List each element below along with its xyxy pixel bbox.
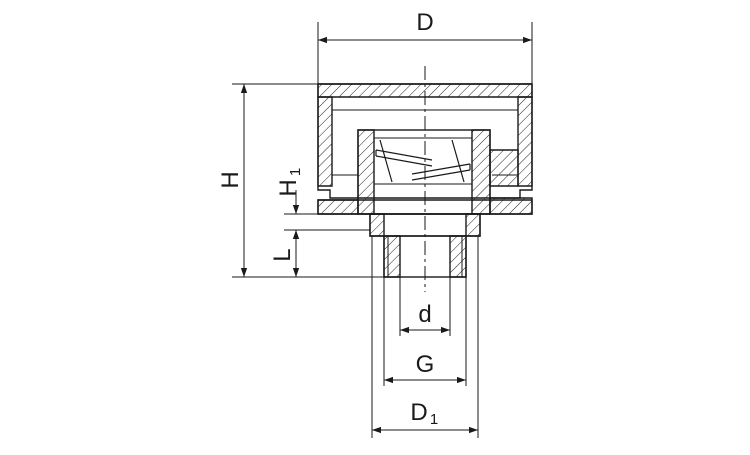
cap-right-wall-section bbox=[517, 96, 533, 187]
valve-housing-right bbox=[471, 129, 491, 215]
label-G: G bbox=[416, 351, 435, 378]
svg-text:1: 1 bbox=[430, 411, 438, 428]
valve-spring bbox=[375, 139, 471, 183]
stem-left-section bbox=[383, 235, 401, 278]
label-D1: D 1 bbox=[410, 399, 438, 428]
label-H: H bbox=[217, 171, 244, 188]
svg-text:D: D bbox=[410, 399, 427, 426]
flange-left-section bbox=[317, 199, 359, 215]
svg-text:H: H bbox=[275, 179, 302, 196]
body-step-left bbox=[369, 213, 385, 237]
dimension-lines bbox=[240, 36, 532, 434]
body-step-outline bbox=[369, 213, 481, 237]
valve-housing-right-flank bbox=[489, 149, 519, 187]
filler-cap-section bbox=[317, 83, 533, 278]
label-D: D bbox=[416, 9, 433, 36]
label-d: d bbox=[418, 301, 431, 328]
extension-lines bbox=[232, 22, 533, 438]
label-H1: H 1 bbox=[275, 168, 304, 197]
stem-right-section bbox=[449, 235, 467, 278]
svg-text:1: 1 bbox=[287, 168, 304, 176]
label-L: L bbox=[269, 248, 296, 261]
flange-outline bbox=[317, 199, 533, 215]
body-step-right bbox=[465, 213, 481, 237]
cap-left-wall-section bbox=[317, 96, 333, 187]
valve-housing-left bbox=[357, 129, 375, 215]
